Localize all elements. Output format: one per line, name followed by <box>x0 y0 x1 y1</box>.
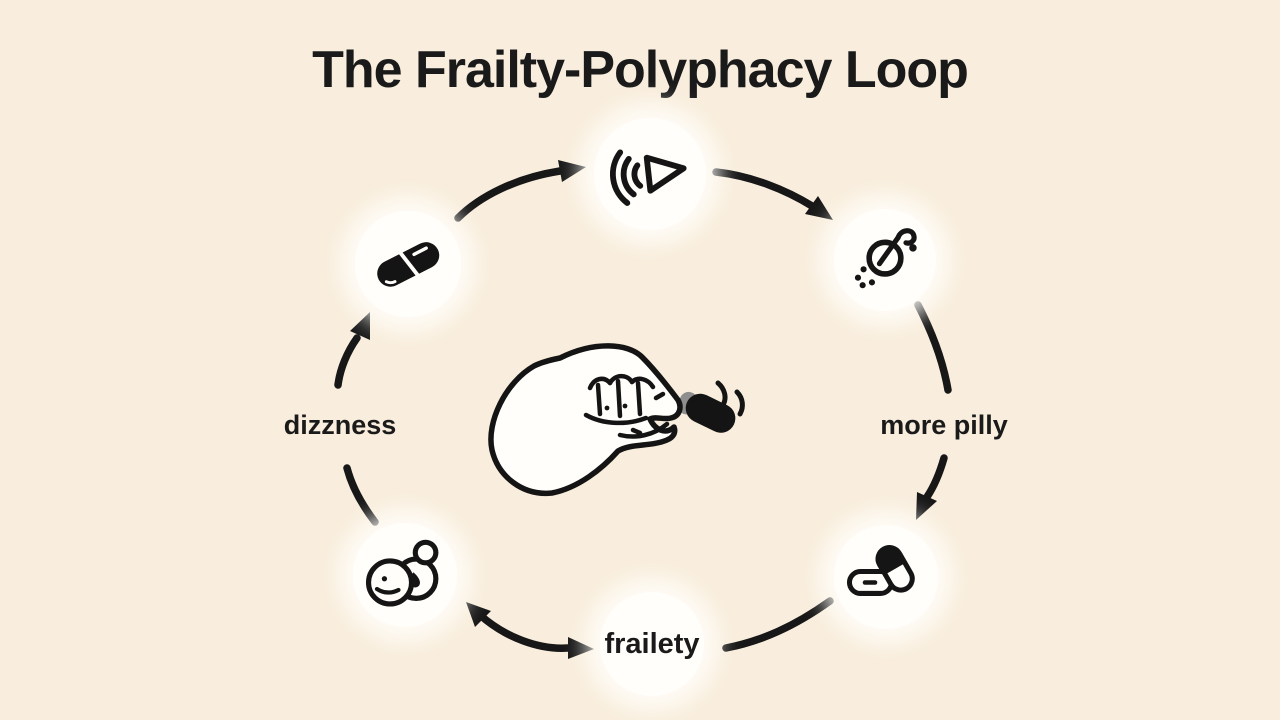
face-bubbles-icon <box>365 539 439 607</box>
node-sound-cone <box>594 118 706 230</box>
node-circle-hook <box>834 209 936 311</box>
node-frailety: frailety <box>600 592 704 696</box>
tail-hook-to-morepilly <box>914 301 952 394</box>
arrowhead-to-frailety <box>568 637 594 659</box>
arrow-cone-to-hook <box>712 168 816 210</box>
node-two-pills <box>834 525 938 629</box>
arrowhead-to-hook <box>805 196 833 220</box>
node-face-bubbles <box>353 523 457 627</box>
arrowhead-to-cone <box>558 160 586 182</box>
arrow-dizzness-to-capsule <box>334 334 361 389</box>
arrowhead-to-capsule <box>350 312 370 340</box>
arrow-morepilly-to-pills <box>923 454 948 501</box>
frailety-label: frailety <box>604 627 700 660</box>
label-dizzness: dizzness <box>283 410 397 440</box>
hand-outline <box>488 343 683 496</box>
black-capsule-icon <box>377 242 440 287</box>
label-more-pilly: more pilly <box>880 410 1008 440</box>
arrow-capsule-to-cone <box>454 167 564 222</box>
diagram-title: The Frailty-Polyphacy Loop <box>312 41 969 99</box>
arrowhead-to-face <box>466 602 491 627</box>
tail-pills-to-frailety <box>722 597 834 652</box>
arrow-frailety-face <box>476 611 572 652</box>
sound-cone-icon <box>609 149 687 206</box>
arrowhead-to-pills <box>916 492 937 520</box>
motion-marks <box>715 380 745 417</box>
circle-hook-dots-icon <box>854 228 917 289</box>
node-black-capsule <box>355 211 461 317</box>
tail-face-to-dizzness <box>343 464 379 526</box>
pill-in-hand <box>677 391 736 433</box>
two-pills-icon <box>846 544 915 596</box>
hand-holding-pill-illustration <box>488 343 745 496</box>
